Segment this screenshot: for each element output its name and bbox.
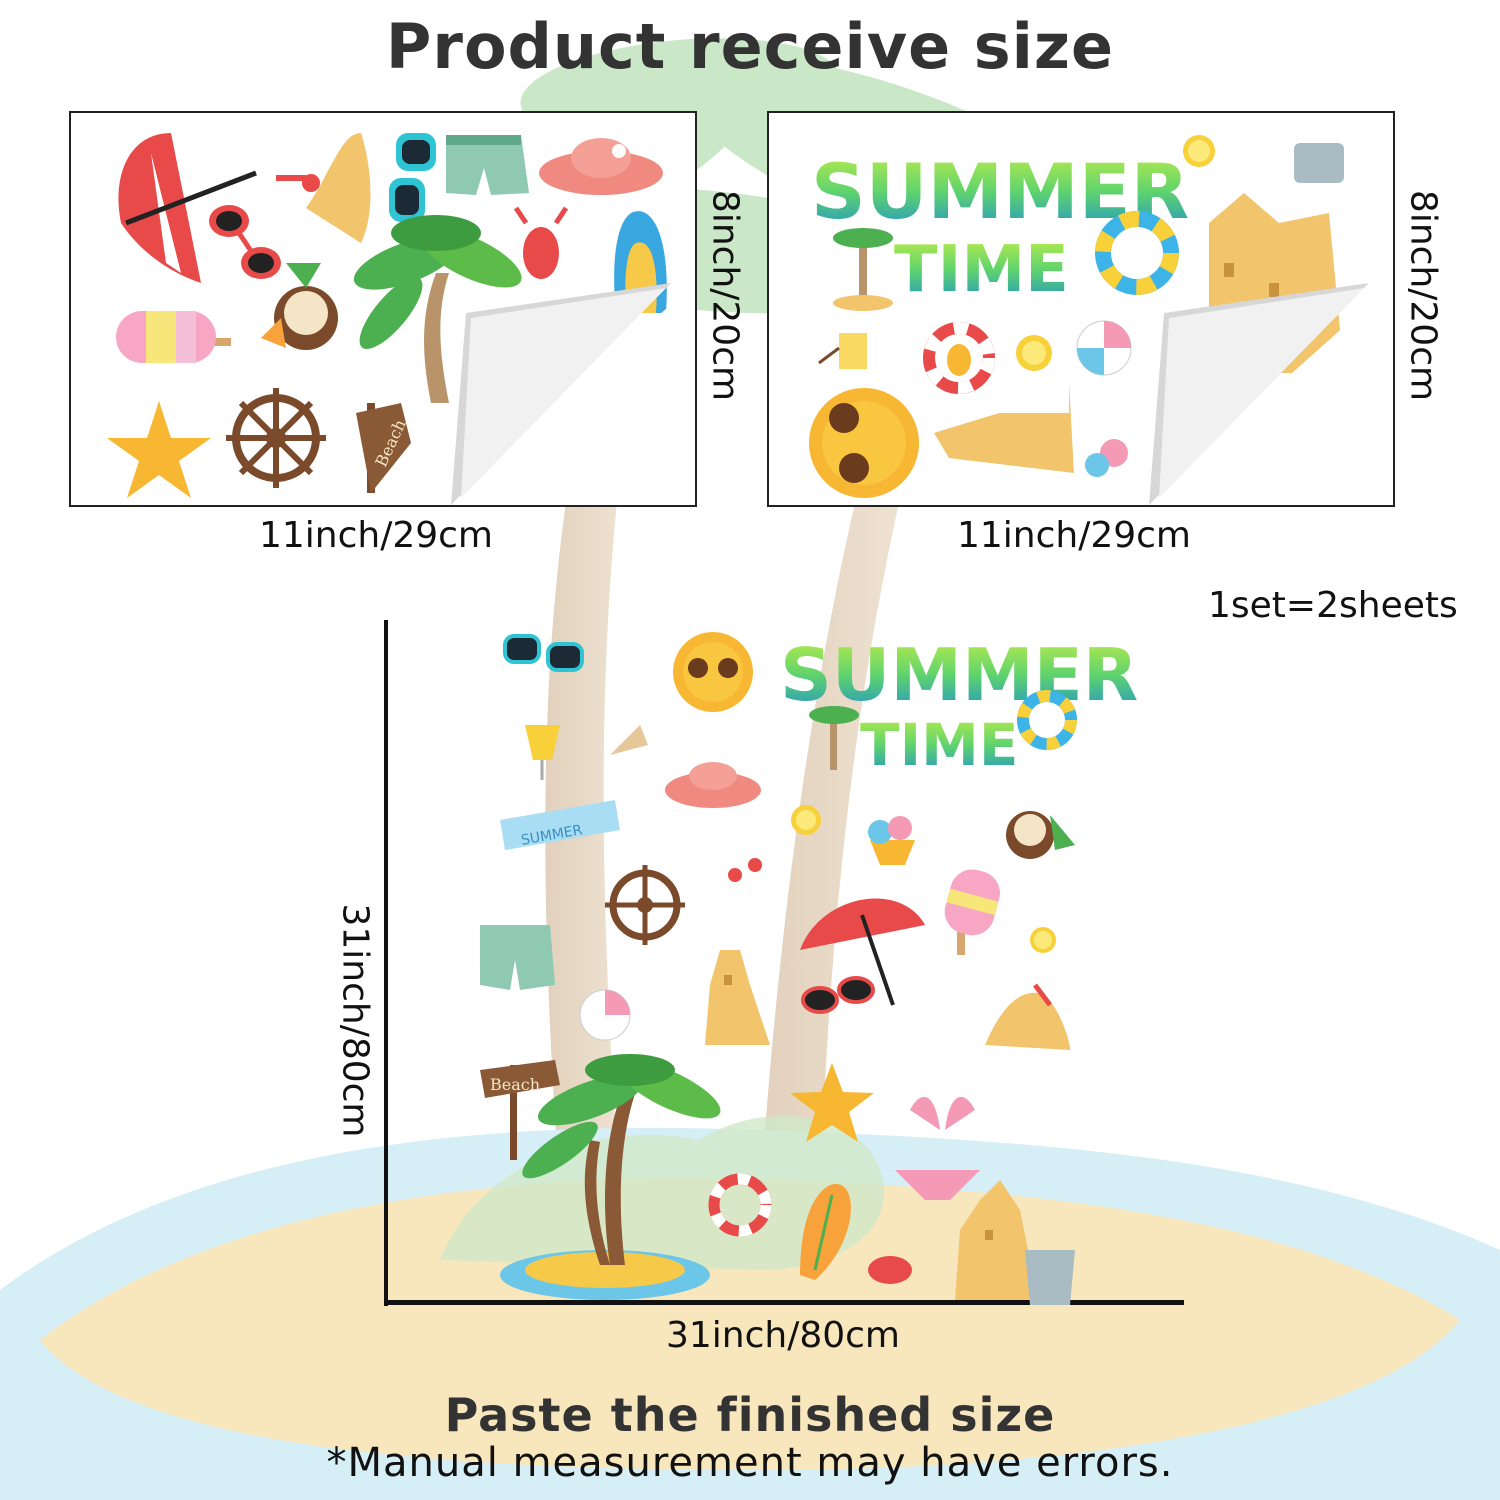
ship-wheel-icon: [226, 388, 326, 488]
set-count-note: 1set=2sheets: [1208, 585, 1458, 626]
sheet-2-width-label: 11inch/29cm: [956, 515, 1192, 556]
lemon-slice-icon: [1016, 335, 1052, 371]
swim-shorts-icon: [480, 925, 555, 990]
page-title: Product receive size: [385, 10, 1115, 83]
peel-corner-icon: [446, 283, 695, 505]
measurement-disclaimer: *Manual measurement may have errors.: [326, 1440, 1174, 1486]
sheet-1-width-label: 11inch/29cm: [258, 515, 494, 556]
crab-icon: [868, 1256, 912, 1284]
finished-size-title: Paste the finished size: [444, 1388, 1056, 1442]
starfish-icon: [790, 1063, 874, 1142]
sticker-sheet-1: Beach: [69, 111, 697, 507]
lemon-slice-icon: [1030, 927, 1056, 953]
cocktail-icon: [525, 725, 560, 780]
island-icon: [500, 1250, 710, 1300]
sheet-1-stickers: Beach: [107, 133, 695, 505]
beach-sign-icon: Beach: [356, 403, 411, 493]
flower-icon: [728, 858, 762, 882]
sun-icon: [673, 632, 753, 712]
sand-pile-icon: [276, 133, 371, 243]
sun-hat-icon: [665, 762, 761, 808]
crab-icon: [513, 206, 569, 279]
palm-tree-icon: [522, 1054, 721, 1265]
sun-hat-icon: [539, 138, 663, 195]
summer-ribbon-icon: SUMMER: [500, 800, 620, 850]
sandcastle-icon: [934, 383, 1074, 473]
bikini-icon: [895, 1096, 980, 1200]
cocktail-icon: [818, 333, 867, 369]
swim-ring-icon: [708, 1173, 772, 1237]
peel-corner-icon: [1144, 283, 1393, 505]
umbrella-icon: [118, 133, 257, 283]
sunglasses-icon: [209, 205, 281, 279]
coconut-drink-icon: [1006, 811, 1075, 859]
popsicle-icon: [116, 311, 231, 363]
beach-sign-text: Beach: [490, 1075, 540, 1094]
surfboard-icon: [800, 1183, 851, 1280]
sandcastle-icon: [955, 1180, 1075, 1305]
ice-cream-icon: [1085, 439, 1128, 477]
sandcastle-icon: [705, 950, 770, 1045]
horizontal-axis-line: [384, 1300, 1184, 1305]
swim-shorts-icon: [446, 135, 529, 195]
swim-ring-icon: [1095, 211, 1179, 295]
lemon-slice-icon: [791, 805, 821, 835]
palm-tree-icon: [809, 706, 859, 770]
beach-sign-icon: Beach: [480, 1060, 560, 1160]
sand-pile-icon: [985, 983, 1070, 1050]
sunglasses-icon: [389, 133, 436, 222]
summer-lettering: SUMMER: [780, 633, 1138, 717]
ship-wheel-icon: [605, 865, 685, 945]
palm-tree-icon: [353, 215, 522, 403]
vertical-axis-line: [384, 620, 388, 1306]
sheet-2-stickers: SUMMER TIME: [809, 135, 1393, 505]
lemon-slice-icon: [1183, 135, 1215, 167]
shell-icon: [610, 725, 648, 755]
beach-ball-icon: [1076, 320, 1132, 376]
starfish-icon: [107, 401, 211, 498]
time-lettering: TIME: [860, 711, 1018, 779]
sun-icon: [809, 388, 919, 498]
ice-cream-icon: [868, 816, 915, 865]
sticker-sheet-2: SUMMER TIME: [767, 111, 1395, 507]
sunglasses-icon: [801, 976, 875, 1014]
beach-ball-icon: [579, 989, 631, 1041]
palm-tree-icon: [833, 228, 893, 311]
time-lettering: TIME: [894, 233, 1069, 307]
coconut-drink-icon: [261, 263, 338, 350]
umbrella-icon: [800, 898, 925, 1006]
popsicle-icon: [944, 869, 1000, 955]
swim-ring-icon: [1017, 690, 1077, 750]
sunglasses-icon: [503, 634, 584, 672]
swim-ring-icon: [923, 322, 995, 394]
finished-width-label: 31inch/80cm: [665, 1315, 901, 1356]
